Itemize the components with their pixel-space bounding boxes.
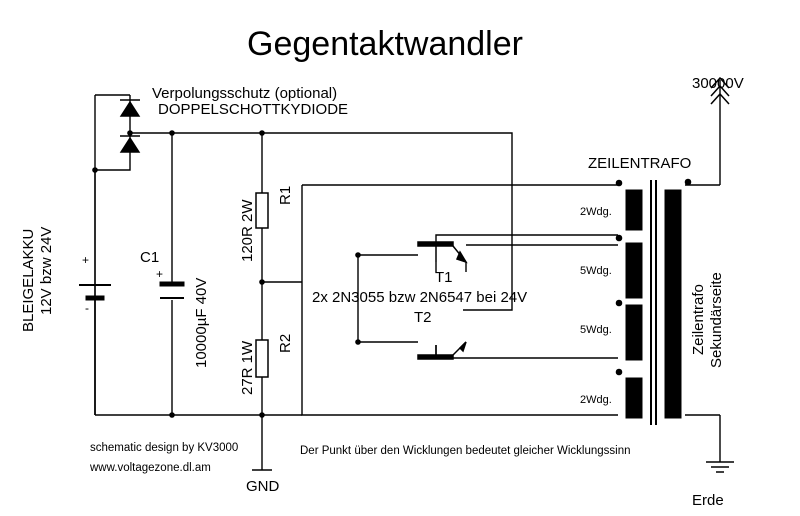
secondary-label-2: Sekundärseite [708,272,725,368]
diode-label: DOPPELSCHOTTKYDIODE [158,101,348,118]
c1-plus: + [156,267,163,281]
protection-label: Verpolungsschutz (optional) [152,85,337,102]
earth-ground-symbol [706,461,734,473]
website-text: www.voltagezone.dl.am [89,462,211,474]
r1-name: R1 [277,186,294,205]
r2-name: R2 [277,334,294,353]
battery-plus: + [82,253,89,267]
transformer-label: ZEILENTRAFO [588,155,691,172]
battery-voltage-label: 12V bzw 24V [38,227,55,315]
junction-dots [92,130,361,418]
c1-value: 10000µF 40V [193,278,210,368]
transformer-symbol [615,178,692,425]
winding-4-label: 2Wdg. [580,394,612,406]
winding-2-label: 5Wdg. [580,265,612,277]
winding-1-label: 2Wdg. [580,206,612,218]
earth-label: Erde [692,492,724,509]
output-arrow [710,76,730,105]
credit-text: schematic design by KV3000 [90,442,238,454]
r2-resistor [255,339,269,378]
battery-symbol [79,170,111,415]
r2-value: 27R 1W [239,340,256,395]
diagram-title: Gegentaktwandler [247,25,523,63]
c1-label: C1 [140,249,159,266]
t2-label: T2 [414,309,432,326]
wires [94,80,721,471]
output-voltage: 30000V [692,75,744,92]
r1-value: 120R 2W [239,199,256,262]
gnd-label: GND [246,478,280,495]
schottky-diode-symbol [119,99,141,153]
dot-note: Der Punkt über den Wicklungen bedeutet g… [300,445,631,457]
transistor-note: 2x 2N3055 bzw 2N6547 bei 24V [312,289,527,306]
winding-3-label: 5Wdg. [580,324,612,336]
capacitor-symbol [159,281,185,299]
battery-label: BLEIGELAKKU [20,229,37,332]
t2-transistor [417,341,467,360]
t1-transistor [417,241,468,264]
t1-label: T1 [435,269,453,286]
battery-minus: - [85,301,89,315]
secondary-label: Zeilentrafo [690,284,707,355]
r1-resistor [255,192,269,229]
